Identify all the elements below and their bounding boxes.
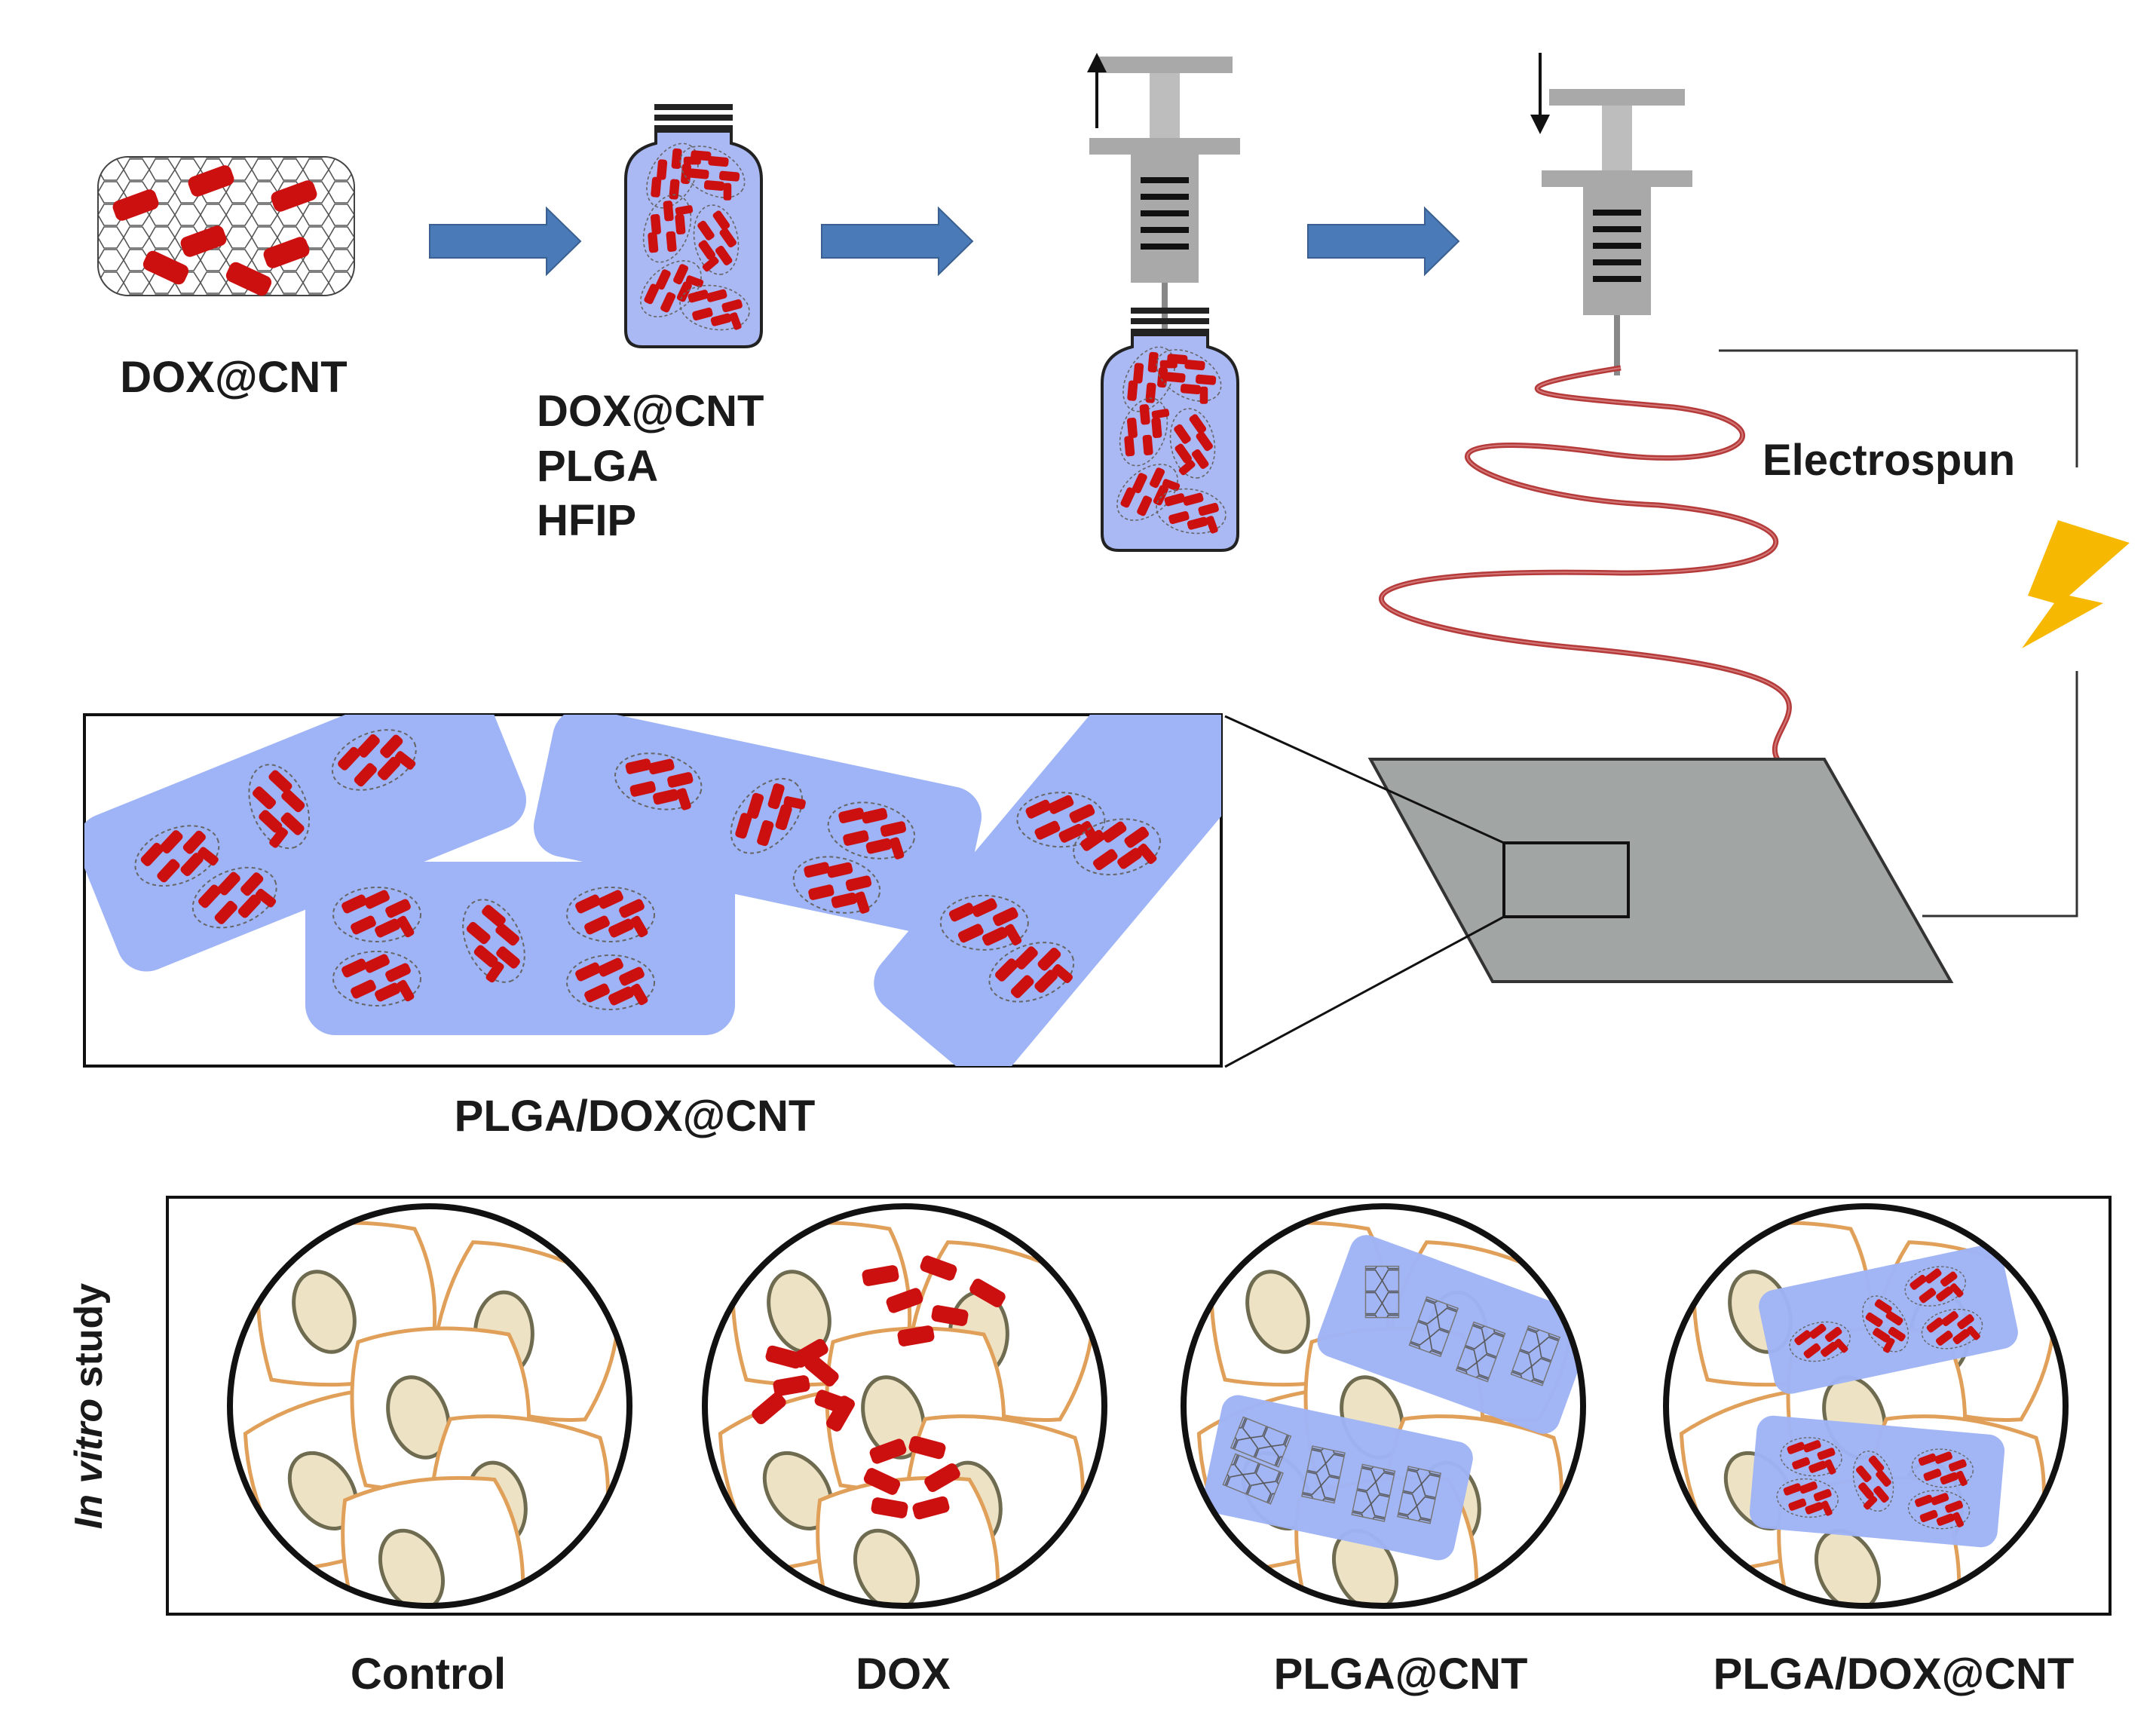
vial-icon — [1102, 308, 1238, 550]
mixture-label-2: PLGA — [537, 442, 658, 491]
collector-icon — [1367, 758, 1954, 983]
up-arrow-icon — [1087, 53, 1107, 128]
fiber-mat-label: PLGA/DOX@CNT — [455, 1092, 816, 1141]
arrow-icon — [429, 207, 581, 275]
cell-well-icon — [227, 1203, 632, 1609]
cell-well-icon — [702, 1203, 1107, 1609]
mixture-label-1: DOX@CNT — [537, 387, 764, 436]
arrow-icon — [1307, 207, 1459, 275]
syringe-icon — [1089, 57, 1240, 343]
dox-cnt-nanotube — [98, 157, 354, 298]
lightning-icon — [2022, 520, 2130, 648]
mixture-label-3: HFIP — [537, 496, 636, 545]
dox-cnt-label: DOX@CNT — [120, 353, 347, 402]
in-vitro-label: In vitro study — [67, 1283, 111, 1530]
down-arrow-icon — [1530, 53, 1550, 134]
zoom-region — [1502, 841, 1630, 918]
group-label-control: Control — [351, 1650, 506, 1699]
cell-well-icon — [1663, 1203, 2069, 1609]
group-label-plga-dox-cnt: PLGA/DOX@CNT — [1713, 1650, 2075, 1699]
syringe-icon — [1542, 89, 1692, 375]
vial-icon — [626, 104, 761, 347]
group-label-plga-cnt: PLGA@CNT — [1274, 1650, 1528, 1699]
arrow-icon — [821, 207, 973, 275]
cell-well-icon — [1181, 1203, 1586, 1609]
fiber-mat-content — [84, 715, 1221, 1066]
group-label-dox: DOX — [856, 1650, 951, 1699]
electrospun-label: Electrospun — [1762, 436, 2015, 485]
circuit-wire — [1719, 349, 2078, 467]
